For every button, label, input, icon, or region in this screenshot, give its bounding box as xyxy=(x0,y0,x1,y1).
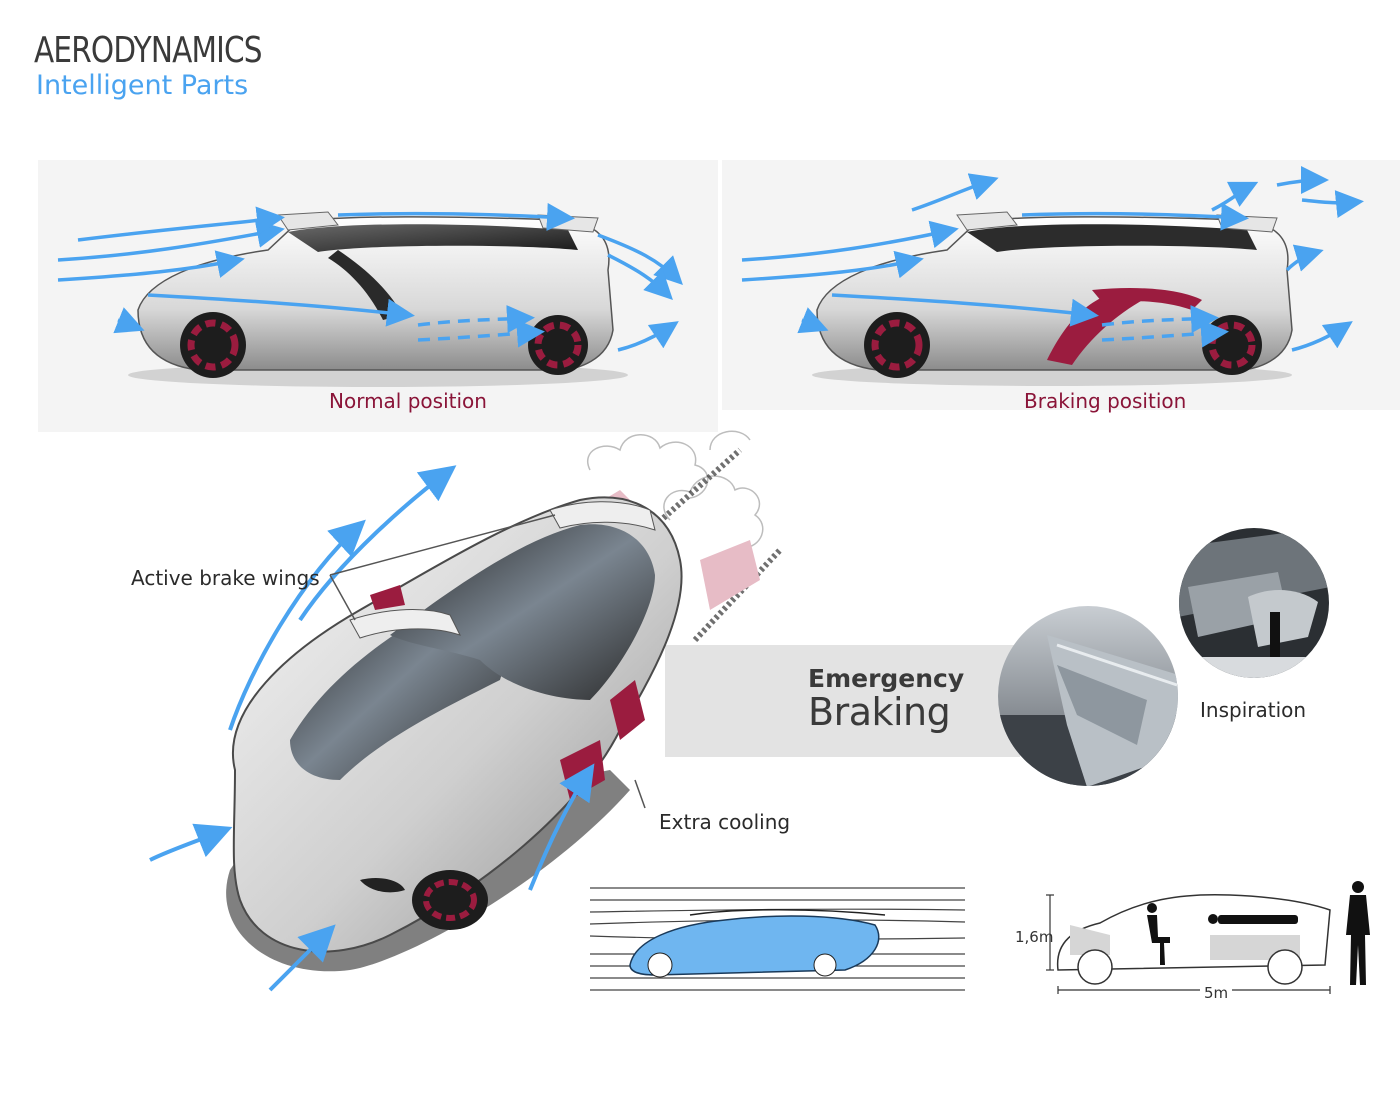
inspiration-aircraft-flap-image xyxy=(998,606,1178,786)
active-brake-wings-label: Active brake wings xyxy=(131,566,320,590)
page-subtitle: Intelligent Parts xyxy=(36,70,249,101)
height-dimension-label: 1,6m xyxy=(1015,928,1054,946)
page-title: AERODYNAMICS xyxy=(34,30,263,71)
extra-cooling-label: Extra cooling xyxy=(659,810,791,834)
wind-tunnel-sketch xyxy=(589,887,966,991)
braking-position-caption: Braking position xyxy=(1024,389,1187,413)
inspiration-label: Inspiration xyxy=(1200,698,1307,722)
braking-position-car-illustration xyxy=(741,166,1364,386)
package-dimension-sketch xyxy=(1046,881,1370,994)
inspiration-airbrake-detail-image xyxy=(1179,528,1329,678)
emergency-braking-title-line2: Braking xyxy=(808,690,951,734)
emergency-braking-title-line1: Emergency xyxy=(808,664,965,693)
normal-position-car-illustration xyxy=(57,202,683,387)
emergency-braking-band xyxy=(665,645,1020,757)
normal-position-caption: Normal position xyxy=(329,389,487,413)
length-dimension-label: 5m xyxy=(1200,984,1233,1002)
top-view-car-illustration xyxy=(149,430,783,992)
